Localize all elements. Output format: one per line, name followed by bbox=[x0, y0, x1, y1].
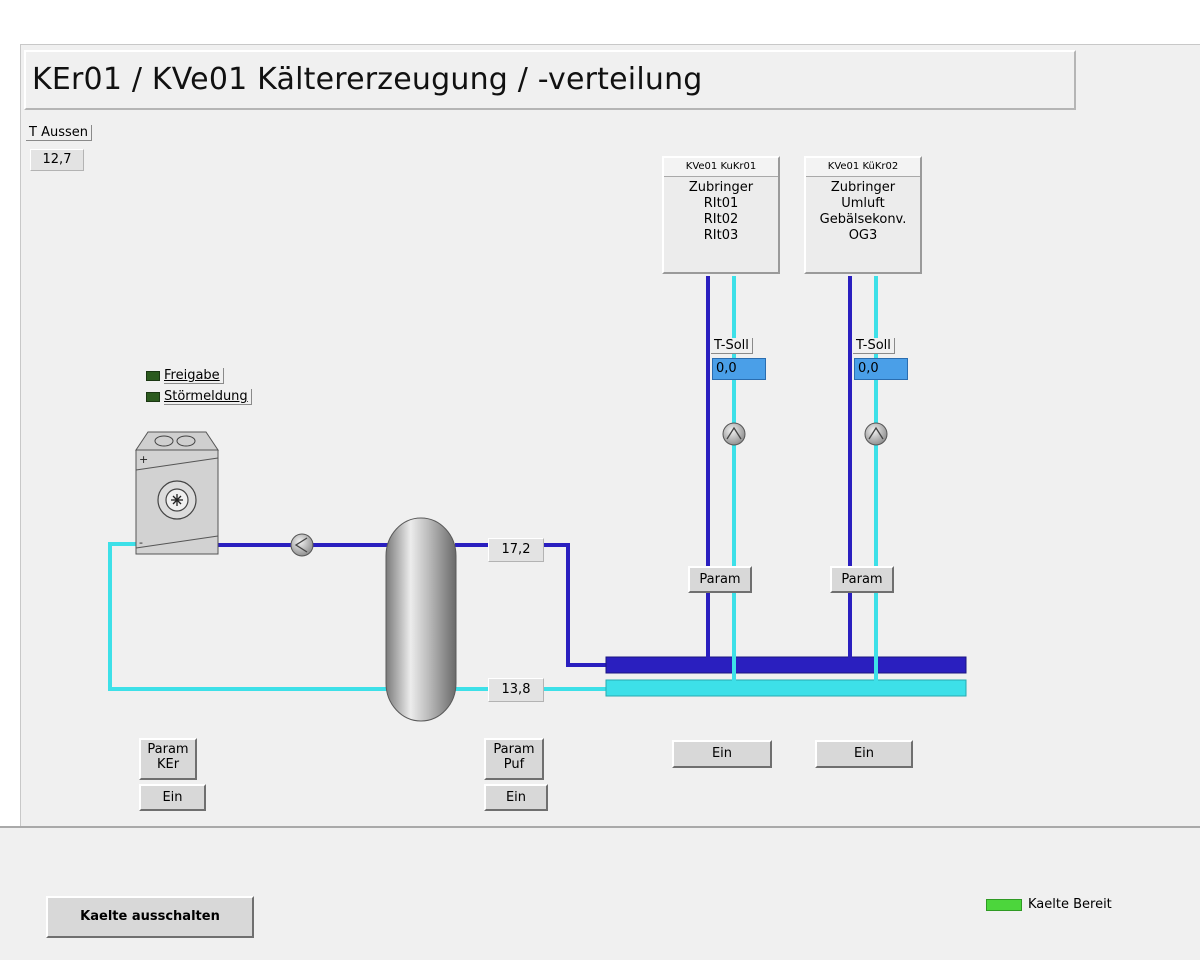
circuit-1-param-button[interactable]: Param bbox=[688, 566, 752, 593]
circuit-1-on-button[interactable]: Ein bbox=[672, 740, 772, 768]
outdoor-temp-label: T Aussen bbox=[26, 125, 92, 141]
circuit-2-header: KVe01 KüKr02 bbox=[806, 158, 920, 177]
circuit-2-line: Umluft bbox=[841, 196, 885, 211]
kaelte-ready-label: Kaelte Bereit bbox=[1028, 897, 1112, 912]
chiller-unit-icon: + - bbox=[135, 431, 219, 555]
status-freigabe: Freigabe bbox=[146, 368, 224, 384]
circuit-2-line: Gebälsekonv. bbox=[819, 212, 907, 227]
circuit-2-tsoll-input[interactable]: 0,0 bbox=[854, 358, 908, 380]
svg-text:-: - bbox=[139, 536, 143, 549]
freigabe-label: Freigabe bbox=[164, 368, 224, 384]
page-title: KEr01 / KVe01 Kältererzeugung / -verteil… bbox=[32, 62, 703, 97]
stoermeldung-label: Störmeldung bbox=[164, 389, 252, 405]
chiller-return-pipe bbox=[108, 542, 388, 691]
return-header bbox=[605, 679, 967, 697]
circuit-2-param-button[interactable]: Param bbox=[830, 566, 894, 593]
param-ker-line1: Param bbox=[147, 742, 189, 757]
circuit-1-consumer-box: KVe01 KuKr01 Zubringer RIt01 RIt02 RIt03 bbox=[662, 156, 780, 274]
circuit-2-on-button[interactable]: Ein bbox=[815, 740, 913, 768]
circuit-1-line: RIt01 bbox=[703, 196, 739, 211]
kaelte-ready-indicator: Kaelte Bereit bbox=[986, 897, 1112, 912]
buffer-on-button[interactable]: Ein bbox=[484, 784, 548, 811]
param-puf-button[interactable]: Param Puf bbox=[484, 738, 544, 780]
circuit-2-consumer-box: KVe01 KüKr02 Zubringer Umluft Gebälsekon… bbox=[804, 156, 922, 274]
svg-text:+: + bbox=[139, 453, 148, 466]
param-puf-line2: Puf bbox=[503, 756, 525, 772]
circuit-2-tsoll-label: T-Soll bbox=[853, 338, 895, 354]
circuit-2-pump-icon bbox=[864, 422, 888, 446]
circuit-1-pump-icon bbox=[722, 422, 746, 446]
title-frame bbox=[24, 50, 1076, 110]
status-stoermeldung: Störmeldung bbox=[146, 389, 252, 405]
circuit-2-line: OG3 bbox=[848, 228, 878, 243]
circuit-1-line: RIt03 bbox=[703, 228, 739, 243]
circuit-1-header: KVe01 KuKr01 bbox=[664, 158, 778, 177]
freigabe-led bbox=[146, 371, 160, 381]
chiller-on-button[interactable]: Ein bbox=[139, 784, 206, 811]
buffer-return-temp: 13,8 bbox=[488, 678, 544, 702]
outdoor-temp-value: 12,7 bbox=[30, 149, 84, 171]
circuit-1-line: Zubringer bbox=[688, 180, 754, 195]
param-puf-line1: Param bbox=[493, 742, 535, 757]
circuit-1-tsoll-input[interactable]: 0,0 bbox=[712, 358, 766, 380]
buffer-supply-pipe bbox=[455, 543, 610, 667]
param-ker-button[interactable]: Param KEr bbox=[139, 738, 197, 780]
supply-header bbox=[605, 656, 967, 674]
buffer-tank bbox=[385, 517, 457, 722]
kaelte-off-button[interactable]: Kaelte ausschalten bbox=[46, 896, 254, 938]
buffer-supply-temp: 17,2 bbox=[488, 538, 544, 562]
param-ker-line2: KEr bbox=[156, 756, 180, 772]
kaelte-ready-led bbox=[986, 898, 1022, 911]
circuit-1-line: RIt02 bbox=[703, 212, 739, 227]
chiller-pump-icon bbox=[290, 533, 314, 557]
stoermeldung-led bbox=[146, 392, 160, 402]
circuit-1-tsoll-label: T-Soll bbox=[711, 338, 753, 354]
circuit-2-line: Zubringer bbox=[830, 180, 896, 195]
